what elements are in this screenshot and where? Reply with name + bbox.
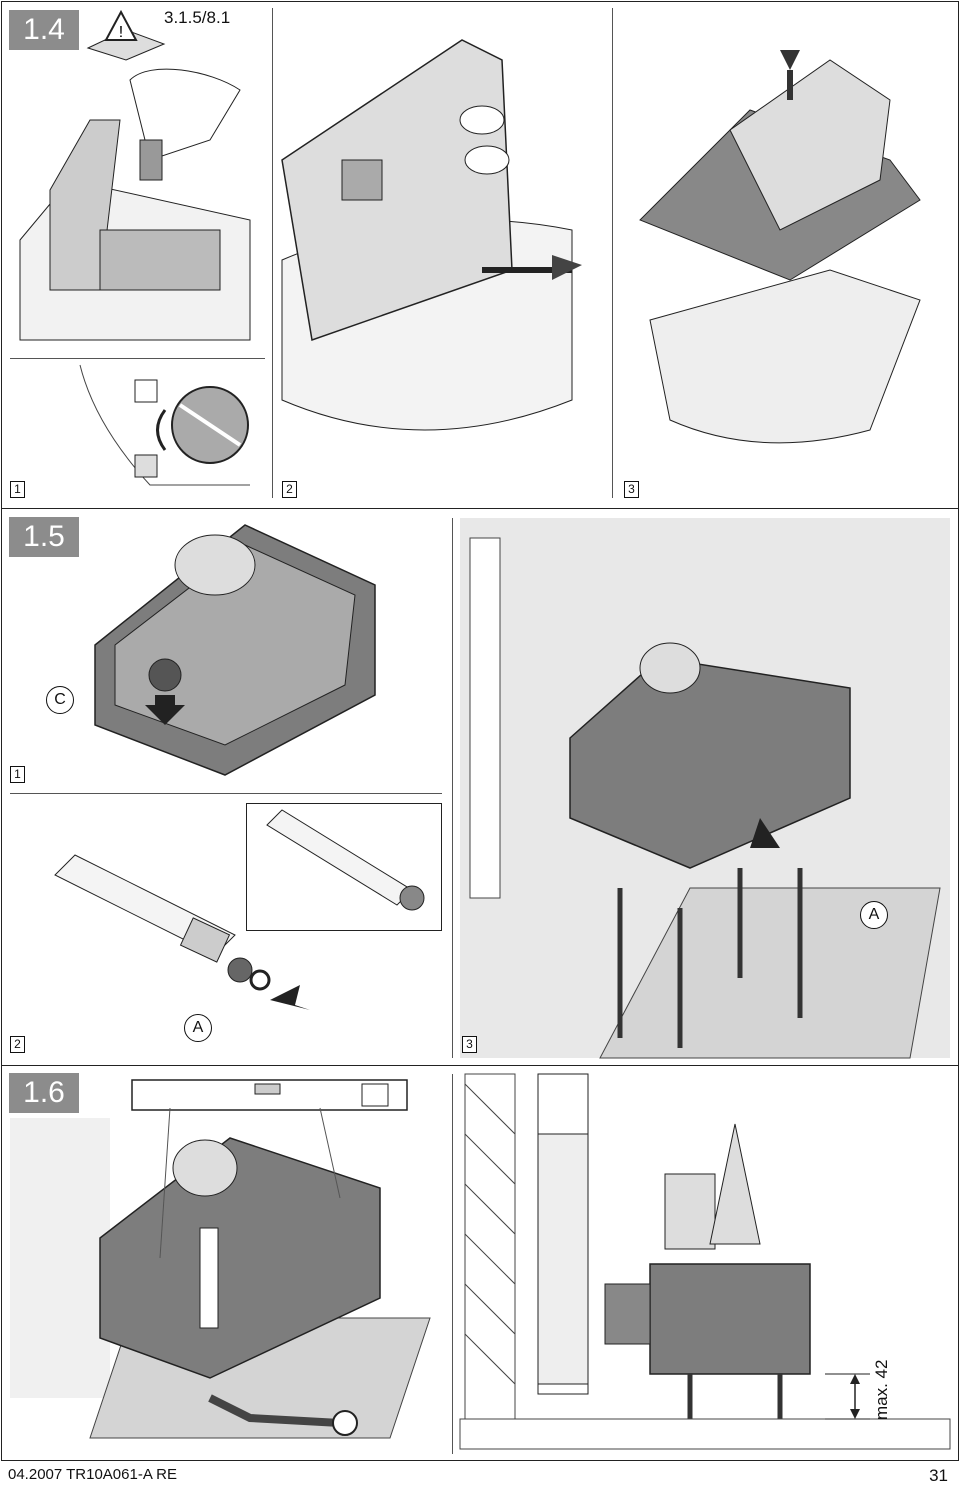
section-1-6-label: 1.6 xyxy=(9,1073,79,1113)
max-height-dimension: max. 42 xyxy=(872,1359,891,1420)
footer-date-code: 04.2007 TR10A061-A RE xyxy=(8,1466,178,1483)
control-unit-open-illustration xyxy=(19,68,251,341)
callout-a-1-5-3: A xyxy=(860,901,888,929)
step-1-4-2-badge: 2 xyxy=(282,481,297,498)
manual-reference-text: 3.1.5/8.1 xyxy=(164,8,231,27)
socket-wrench-assembly-illustration xyxy=(54,854,310,1010)
circuit-board-disconnect-illustration xyxy=(281,39,582,431)
drive-mounting-illustration xyxy=(460,518,950,1059)
step-1-4-3-badge: 3 xyxy=(624,481,639,498)
callout-c-1-5-1: C xyxy=(46,686,74,714)
assembled-wrench-illustration xyxy=(266,809,425,911)
section-1-4-label: 1.4 xyxy=(9,10,79,50)
step-1-5-2-badge: 2 xyxy=(10,1036,25,1053)
section-1-6-frame xyxy=(1,1065,959,1461)
step-1-4-1-badge: 1 xyxy=(10,481,25,498)
step-1-5-3-badge: 3 xyxy=(462,1036,477,1053)
svg-text:!: ! xyxy=(119,24,123,41)
inset-wrench-frame xyxy=(246,803,442,931)
circuit-board-removal-illustration xyxy=(639,50,921,444)
rotate-cover-illustration xyxy=(79,364,250,486)
callout-a-1-5-2: A xyxy=(184,1014,212,1042)
section-1-5-label: 1.5 xyxy=(9,517,79,557)
page-number: 31 xyxy=(929,1466,948,1485)
step-1-5-1-badge: 1 xyxy=(10,766,25,783)
spirit-level-adjust-illustration xyxy=(10,1079,431,1439)
drive-housing-seal-illustration xyxy=(94,524,376,776)
side-view-drive-illustration xyxy=(459,1073,951,1450)
